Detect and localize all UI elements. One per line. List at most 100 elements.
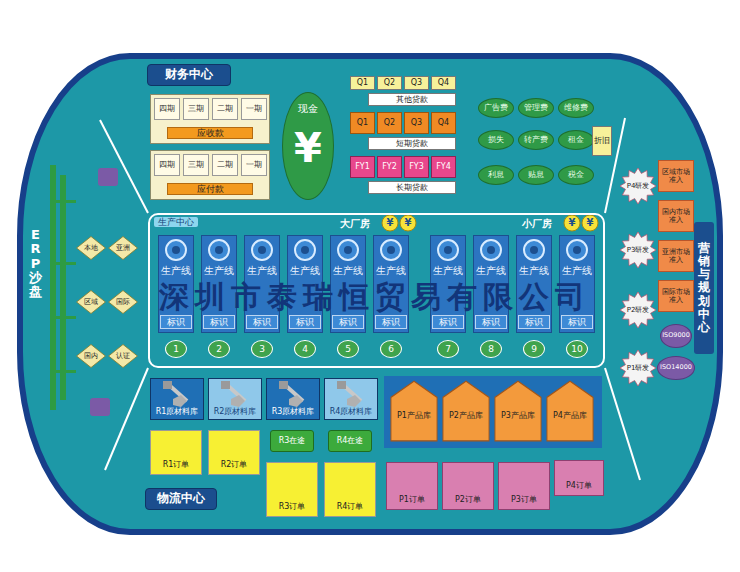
nut <box>173 395 187 407</box>
expense-oval: 租金 <box>558 130 594 150</box>
coin-symbol: ¥ <box>382 218 398 228</box>
gear-hub <box>258 246 266 254</box>
node-label: 物流中心 <box>157 492 205 506</box>
node-label: P3产品库 <box>501 411 535 420</box>
line-icon <box>517 236 553 266</box>
quarter-box: Q3 <box>404 76 429 90</box>
node-label: Q1 <box>357 118 368 127</box>
node-label: 7 <box>445 344 451 354</box>
house-shape <box>494 380 542 442</box>
node-label: 标识 <box>439 317 457 327</box>
line-tag: 标识 <box>561 315 593 329</box>
node-label: 亚洲市场准入 <box>659 248 693 264</box>
node-label: 国际市场准入 <box>659 288 693 304</box>
node-label: 现金 <box>298 103 318 115</box>
node-label: 标识 <box>382 317 400 327</box>
house-outline <box>443 381 489 441</box>
quarter-box: Q2 <box>377 112 402 134</box>
period-cell: 三期 <box>183 154 209 176</box>
line-icon <box>374 236 410 266</box>
nut <box>347 395 361 407</box>
node-label: 2 <box>216 344 222 354</box>
node-label: R3原材料库 <box>272 407 315 416</box>
cash-oval: 现金 <box>282 92 334 200</box>
gear-circle <box>166 240 186 260</box>
diamond-outline <box>77 290 106 313</box>
period-cell: 四期 <box>154 154 180 176</box>
node-label: Q4 <box>438 118 449 127</box>
node-label: P4研发 <box>626 182 650 190</box>
product-store: P2产品库 <box>442 380 490 442</box>
node-label: 标识 <box>296 317 314 327</box>
bolt-head <box>163 381 172 389</box>
quarter-box: Q3 <box>404 112 429 134</box>
node-label: P1产品库 <box>397 411 431 420</box>
node-label: R2订单 <box>221 460 248 469</box>
expense-oval: 维修费 <box>558 98 594 118</box>
region-dividers <box>100 118 640 480</box>
rd-star: P3研发 <box>620 232 656 268</box>
node-label: ISO9000 <box>662 332 690 339</box>
quarter-box: 折旧 <box>592 126 612 156</box>
node-label: 标识 <box>167 317 185 327</box>
factory: 大厂房生产线标识1生产线标识2生产线标识3生产线标识4生产线标识5生产线标识6 <box>152 217 420 364</box>
node-label: 小厂房 <box>522 218 552 230</box>
product-order: P3订单 <box>498 462 550 510</box>
node-label: 5 <box>345 344 351 354</box>
product-order: P4订单 <box>554 460 604 496</box>
node-label: 国际 <box>116 298 130 306</box>
node-label: 标识 <box>482 317 500 327</box>
year-box: FY2 <box>377 156 402 178</box>
line-icon <box>159 236 195 266</box>
market-diamond: 区域 <box>76 290 106 314</box>
gear-circle <box>209 240 229 260</box>
coin-icons <box>382 215 598 231</box>
gear-circle <box>481 240 501 260</box>
node-label: 标识 <box>210 317 228 327</box>
node-label: R1订单 <box>163 460 190 469</box>
node-label: 租金 <box>568 135 584 144</box>
line-tag: 标识 <box>160 315 192 329</box>
node-label: P1订单 <box>399 495 425 504</box>
node-label: 区域 <box>84 298 98 306</box>
bolt-icon <box>325 379 379 409</box>
node-label: 转产费 <box>524 135 548 144</box>
line-tag: 标识 <box>375 315 407 329</box>
year-box: FY3 <box>404 156 429 178</box>
line-tag: 标识 <box>332 315 364 329</box>
node-label: 一期 <box>246 160 262 169</box>
period-cell: 二期 <box>212 154 238 176</box>
quarter-box: Q4 <box>431 76 456 90</box>
node-label: 3 <box>259 344 265 354</box>
node-label: P3订单 <box>511 495 537 504</box>
diamond-outline <box>109 290 138 313</box>
node-label: Q2 <box>384 78 395 87</box>
production-line: 生产线标识 <box>473 235 509 333</box>
board-title: ERP沙盘 <box>29 228 42 299</box>
bolt-icon <box>151 379 205 409</box>
node-label: 认证 <box>116 352 130 360</box>
house-outline <box>391 381 437 441</box>
material-order: R2订单 <box>208 430 260 475</box>
node-label: 短期贷款 <box>396 139 428 148</box>
production-line: 生产线标识 <box>373 235 409 333</box>
production-line: 生产线标识 <box>559 235 595 333</box>
node-label: 标识 <box>253 317 271 327</box>
line-number: 3 <box>251 340 273 358</box>
node-label: 税金 <box>568 170 584 179</box>
in-transit-truck: R4在途 <box>328 430 372 452</box>
green-bars <box>50 165 76 410</box>
expense-oval: 管理费 <box>518 98 554 118</box>
expense-oval: 损失 <box>478 130 514 150</box>
node-label: FY2 <box>382 162 397 171</box>
node-label: 生产线 <box>519 265 549 277</box>
node-label: 二期 <box>217 104 233 113</box>
production-line: 生产线标识 <box>287 235 323 333</box>
material-order: R3订单 <box>266 462 318 517</box>
node-label: P4订单 <box>566 481 592 490</box>
node-label: 生产线 <box>247 265 277 277</box>
material-store: R2原材料库 <box>208 378 262 420</box>
node-label: 应付款 <box>167 183 253 195</box>
gear-hub <box>530 246 538 254</box>
node-label: 生产线 <box>433 265 463 277</box>
